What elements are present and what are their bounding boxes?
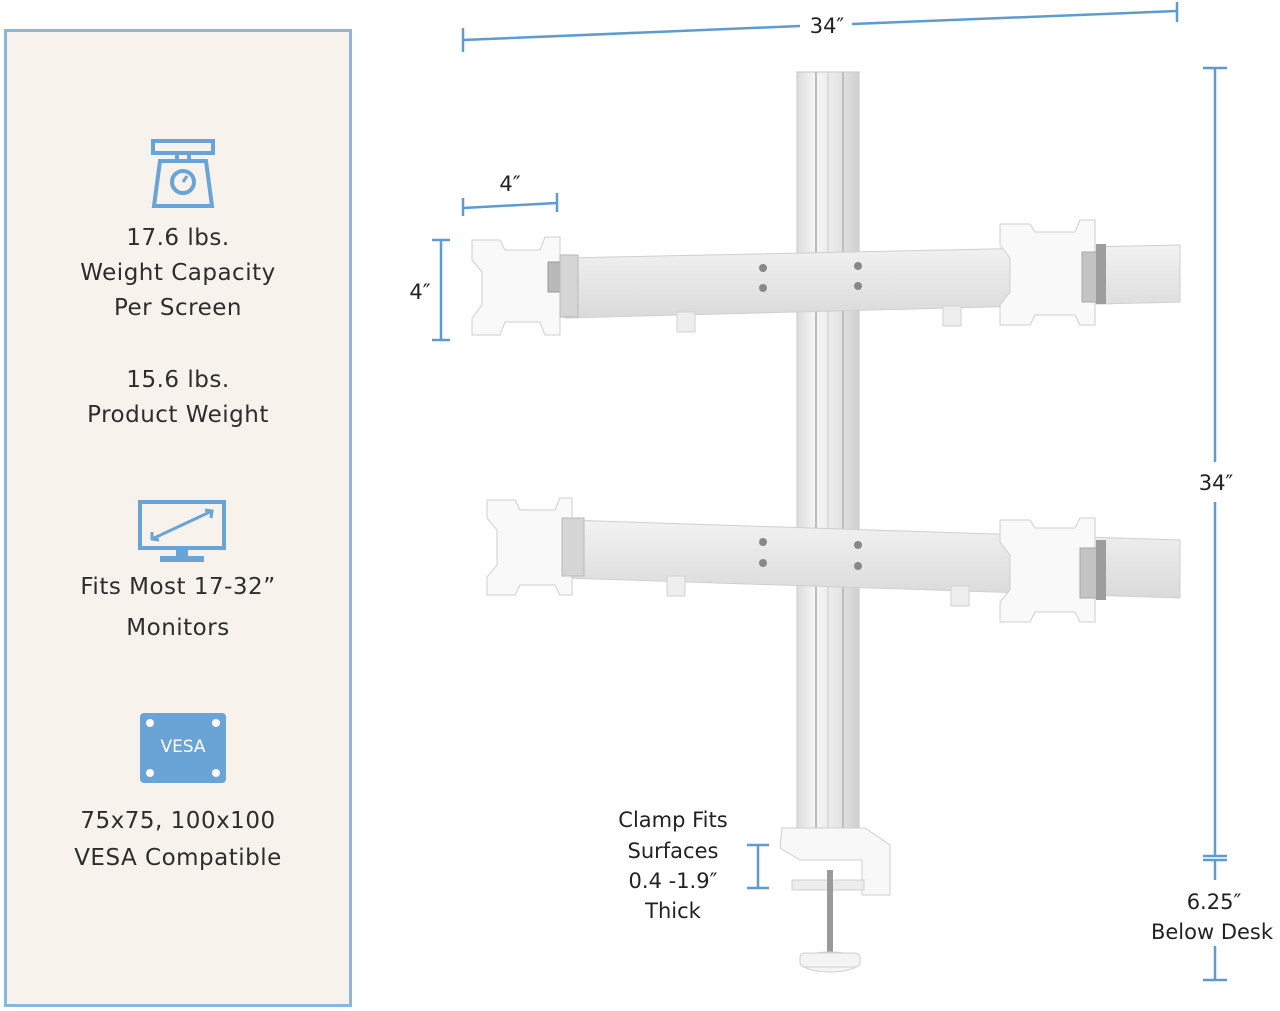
total-width-label: 34″ bbox=[809, 14, 845, 38]
monitor-fit-sublabel: Monitors bbox=[126, 615, 230, 641]
vesa-sizes: 75x75, 100x100 bbox=[80, 808, 276, 834]
below-desk-dimension-line bbox=[1203, 858, 1227, 982]
mount-height-dimension-line bbox=[432, 238, 450, 342]
vesa-label: VESA Compatible bbox=[74, 845, 282, 871]
below-desk-value: 6.25″ bbox=[1186, 890, 1242, 914]
vesa-plate-bottom-right bbox=[999, 517, 1106, 623]
clamp-label-line4: Thick bbox=[645, 899, 701, 923]
specs-panel: 17.6 lbs. Weight Capacity Per Screen 15.… bbox=[4, 29, 352, 1007]
clamp-label-line2: Surfaces bbox=[627, 839, 719, 863]
pole-height-label: 34″ bbox=[1198, 471, 1234, 495]
clamp-label-line3: 0.4 -1.9″ bbox=[628, 869, 718, 893]
width-dimension-line bbox=[461, 2, 1179, 52]
vesa-plate-bottom-left bbox=[486, 497, 585, 596]
scale-icon bbox=[151, 139, 215, 208]
vesa-plate-top-right bbox=[999, 219, 1106, 326]
below-desk-label: Below Desk bbox=[1150, 920, 1274, 944]
weight-capacity-value: 17.6 lbs. bbox=[126, 225, 230, 251]
product-weight-value: 15.6 lbs. bbox=[126, 367, 230, 393]
mount-height-label: 4″ bbox=[409, 280, 431, 304]
pole bbox=[796, 71, 860, 843]
vesa-badge-icon: VESA bbox=[140, 713, 226, 783]
monitor-icon bbox=[138, 500, 226, 562]
mount-width-label: 4″ bbox=[499, 172, 521, 196]
clamp-dimension-line bbox=[747, 843, 769, 890]
weight-capacity-sublabel: Per Screen bbox=[113, 295, 243, 321]
monitor-fit-label: Fits Most 17-32” bbox=[80, 574, 276, 600]
mount-width-dimension-line bbox=[461, 193, 559, 216]
clamp-label-line1: Clamp Fits bbox=[618, 808, 728, 832]
vesa-plate-top-left bbox=[471, 236, 579, 336]
product-weight-label: Product Weight bbox=[87, 402, 269, 428]
vesa-badge-label: VESA bbox=[160, 737, 206, 757]
weight-capacity-label: Weight Capacity bbox=[80, 260, 276, 286]
pole-height-dimension-line bbox=[1203, 66, 1227, 858]
desk-clamp bbox=[779, 827, 891, 973]
